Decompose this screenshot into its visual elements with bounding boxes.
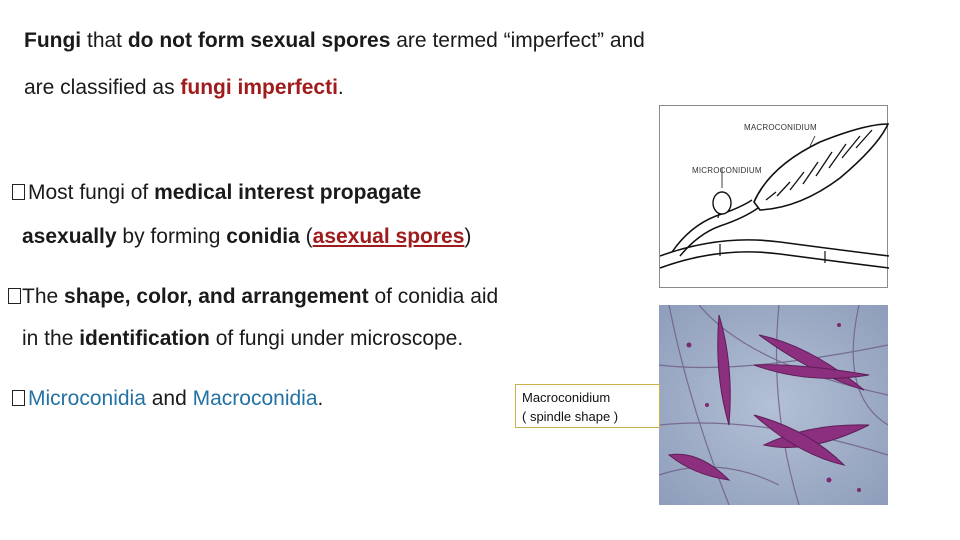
term-microconidia: Microconidia xyxy=(28,387,146,410)
text-segment: and xyxy=(145,387,193,410)
term-fungi: Fungi xyxy=(24,29,82,52)
term-macroconidia: Macroconidia xyxy=(192,387,318,410)
term-shape-color-arrangement: shape, color, and arrangement xyxy=(64,285,369,308)
intro-line-1: Fungi that do not form sexual spores are… xyxy=(24,28,645,53)
bullet-2-line-2: in the identification of fungi under mic… xyxy=(22,326,463,351)
term-fungi-imperfecti: fungi imperfecti xyxy=(180,76,338,99)
bullet-1-line-1: Most fungi of medical interest propagate xyxy=(12,180,421,205)
conidia-diagram: MACROCONIDIUM MICROCONIDIUM xyxy=(659,105,889,288)
text-segment: . xyxy=(337,76,344,99)
text-segment: ) xyxy=(464,225,472,248)
text-segment: by forming xyxy=(116,225,227,248)
text-segment: are classified as xyxy=(24,76,181,99)
text-segment: of fungi under microscope. xyxy=(209,327,464,350)
bullet-3-line: Microconidia and Macroconidia. xyxy=(12,386,323,411)
conidia-diagram-drawing xyxy=(660,123,889,269)
square-bullet-icon xyxy=(12,184,25,200)
caption-line-2: ( spindle shape ) xyxy=(522,409,619,424)
caption-line-1: Macroconidium xyxy=(522,390,611,405)
text-segment: are termed “imperfect” and xyxy=(390,29,645,52)
caption-box: Macroconidium ( spindle shape ) xyxy=(515,384,660,428)
text-segment: . xyxy=(317,387,324,410)
bullet-2-line-1: The shape, color, and arrangement of con… xyxy=(8,284,498,309)
text-segment: Most xyxy=(28,181,74,204)
square-bullet-icon xyxy=(12,390,25,406)
term-no-sexual-spores: do not form sexual spores xyxy=(127,29,391,52)
term-conidia: conidia xyxy=(226,225,300,248)
term-identification: identification xyxy=(79,327,210,350)
term-asexually: asexually xyxy=(22,225,117,248)
micrograph-image xyxy=(659,305,888,505)
text-segment: fungi of xyxy=(73,181,155,204)
microconidium-label: MICROCONIDIUM xyxy=(692,166,762,175)
text-segment: The xyxy=(22,285,65,308)
term-medical-interest: medical interest propagate xyxy=(154,181,422,204)
intro-line-2: are classified as fungi imperfecti. xyxy=(24,75,344,100)
text-segment: that xyxy=(81,29,128,52)
micrograph-drawing xyxy=(659,305,888,505)
bullet-1-line-2: asexually by forming conidia (asexual sp… xyxy=(22,224,471,249)
term-asexual-spores: asexual spores xyxy=(312,225,465,248)
text-segment: of conidia aid xyxy=(368,285,499,308)
text-segment: in the xyxy=(22,327,80,350)
square-bullet-icon xyxy=(8,288,21,304)
text-segment: ( xyxy=(299,225,313,248)
macroconidium-label: MACROCONIDIUM xyxy=(744,123,817,132)
